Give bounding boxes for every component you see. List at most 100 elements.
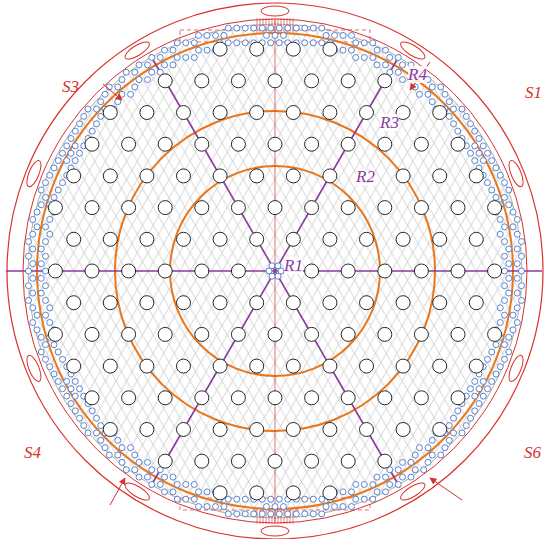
rod-symbol xyxy=(136,62,142,68)
assembly-symbol xyxy=(177,106,191,120)
rod-symbol xyxy=(34,312,40,318)
hatch-line xyxy=(266,18,267,34)
rod-symbol xyxy=(72,393,78,399)
rod-symbol xyxy=(502,239,508,245)
assembly-symbol xyxy=(323,169,337,183)
rod-symbol xyxy=(480,378,486,384)
assembly-symbol xyxy=(195,327,209,341)
rod-symbol xyxy=(497,364,503,370)
rod-symbol xyxy=(38,349,44,355)
rod-symbol xyxy=(502,253,508,259)
rod-symbol xyxy=(349,504,355,510)
rod-symbol xyxy=(72,408,78,414)
assembly-symbol xyxy=(250,296,264,310)
rod-symbol xyxy=(506,202,512,208)
side-label: S1 xyxy=(525,84,542,101)
assembly-symbol xyxy=(341,137,355,151)
rod-symbol xyxy=(438,452,444,458)
rod-symbol xyxy=(400,77,406,83)
assembly-symbol xyxy=(451,201,465,215)
assembly-symbol xyxy=(103,106,117,120)
assembly-symbol xyxy=(231,264,245,278)
rod-symbol xyxy=(43,239,49,245)
rod-symbol xyxy=(425,91,431,97)
capsule-symbol xyxy=(261,526,289,536)
rod-symbol xyxy=(30,261,36,267)
assembly-symbol xyxy=(305,454,319,468)
rod-symbol xyxy=(506,334,512,340)
rod-symbol xyxy=(136,77,142,83)
rod-symbol xyxy=(174,481,180,487)
rod-symbol xyxy=(94,430,100,436)
rod-symbol xyxy=(43,180,49,186)
assembly-symbol xyxy=(469,232,483,246)
rod-symbol xyxy=(251,511,257,517)
assembly-symbol xyxy=(488,201,502,215)
rod-symbol xyxy=(55,158,61,164)
rod-symbol xyxy=(89,408,95,414)
rod-symbol xyxy=(451,430,457,436)
rod-symbol xyxy=(519,268,525,274)
assembly-symbol xyxy=(122,391,136,405)
assembly-symbol xyxy=(177,422,191,436)
rod-symbol xyxy=(43,342,49,348)
assembly-symbol xyxy=(158,454,172,468)
assembly-symbol xyxy=(231,74,245,88)
rod-symbol xyxy=(446,99,452,105)
assembly-symbol xyxy=(360,359,374,373)
assembly-symbol xyxy=(268,201,282,215)
capsule-symbol xyxy=(398,39,427,62)
rod-symbol xyxy=(361,40,367,46)
rod-symbol xyxy=(213,504,219,510)
assembly-symbol xyxy=(48,201,62,215)
rod-symbol xyxy=(94,121,100,127)
rod-symbol xyxy=(242,40,248,46)
rod-symbol xyxy=(519,283,525,289)
rod-symbol xyxy=(472,158,478,164)
rod-symbol xyxy=(132,452,138,458)
rod-symbol xyxy=(502,283,508,289)
assembly-symbol xyxy=(213,296,227,310)
rod-symbol xyxy=(145,62,151,68)
rod-symbol xyxy=(514,290,520,296)
assembly-symbol xyxy=(360,232,374,246)
rod-symbol xyxy=(349,47,355,53)
assembly-symbol xyxy=(195,201,209,215)
assembly-symbol xyxy=(250,42,264,56)
rod-symbol xyxy=(451,106,457,112)
rod-symbol xyxy=(149,69,155,75)
assembly-symbol xyxy=(469,359,483,373)
rod-symbol xyxy=(102,91,108,97)
rod-symbol xyxy=(51,342,57,348)
rod-symbol xyxy=(472,378,478,384)
rod-symbol xyxy=(429,452,435,458)
assembly-symbol xyxy=(158,137,172,151)
assembly-symbol xyxy=(268,137,282,151)
region-label: R4 xyxy=(408,66,427,83)
assembly-symbol xyxy=(67,359,81,373)
assembly-symbol xyxy=(323,359,337,373)
rod-symbol xyxy=(51,165,57,171)
assembly-symbol xyxy=(213,486,227,500)
assembly-symbol xyxy=(341,264,355,278)
rod-symbol xyxy=(38,261,44,267)
capsule-symbol xyxy=(261,6,289,16)
assembly-symbol xyxy=(195,391,209,405)
rod-symbol xyxy=(145,459,151,465)
rod-symbol xyxy=(451,121,457,127)
rod-symbol xyxy=(442,91,448,97)
rod-symbol xyxy=(374,47,380,53)
assembly-symbol xyxy=(122,264,136,278)
rod-symbol xyxy=(26,297,32,303)
rod-symbol xyxy=(451,415,457,421)
rod-symbol xyxy=(98,437,104,443)
assembly-symbol xyxy=(48,327,62,341)
assembly-symbol xyxy=(268,327,282,341)
assembly-symbol xyxy=(103,422,117,436)
rod-symbol xyxy=(276,496,282,502)
rod-symbol xyxy=(268,511,274,517)
rod-symbol xyxy=(374,62,380,68)
rod-symbol xyxy=(72,378,78,384)
assembly-symbol xyxy=(286,422,300,436)
rod-symbol xyxy=(502,297,508,303)
